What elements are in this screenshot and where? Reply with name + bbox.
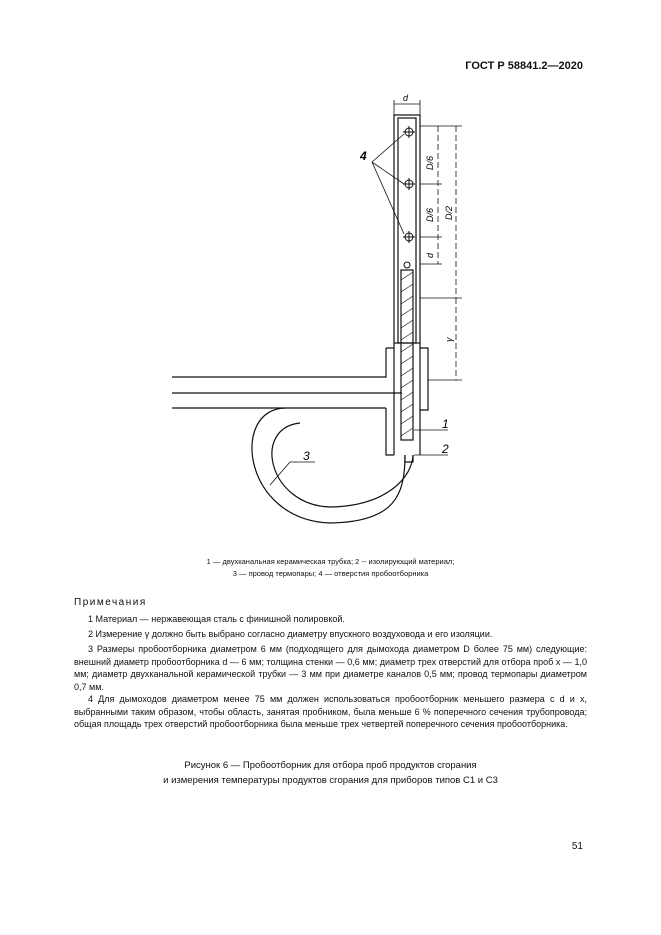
dim-d6-upper: D/6 — [425, 156, 435, 170]
notes-title: Примечания — [74, 597, 147, 608]
note-3: 3 Размеры пробоотборника диаметром 6 мм … — [74, 644, 587, 692]
page-number: 51 — [571, 841, 583, 852]
dim-d-top: d — [403, 93, 409, 103]
probe-drawing: d D/6 D/6 d D/2 γ 4 1 2 3 — [172, 93, 462, 524]
legend-line-1: 1 — двухканальная керамическая трубка; 2… — [206, 557, 455, 566]
dim-gamma: γ — [444, 337, 454, 342]
label-item-2: 2 — [441, 442, 449, 456]
dim-d-side: d — [425, 252, 435, 258]
dim-d6-lower: D/6 — [425, 208, 435, 222]
standard-header: ГОСТ Р 58841.2—2020 — [465, 60, 583, 72]
note-1: 1 Материал — нержавеющая сталь с финишно… — [88, 614, 345, 624]
note-4: 4 Для дымоходов диаметром менее 75 мм до… — [74, 694, 587, 729]
label-item-4: 4 — [359, 149, 367, 163]
figure-caption-line-1: Рисунок 6 — Пробоотборник для отбора про… — [184, 760, 477, 771]
note-2: 2 Измерение γ должно быть выбрано соглас… — [88, 629, 493, 639]
legend-line-2: 3 — провод термопары; 4 — отверстия проб… — [232, 569, 429, 578]
label-item-3: 3 — [303, 449, 310, 463]
figure-caption-line-2: и измерения температуры продуктов сгоран… — [163, 775, 498, 786]
label-item-1: 1 — [442, 417, 449, 431]
dim-d2: D/2 — [444, 206, 454, 220]
